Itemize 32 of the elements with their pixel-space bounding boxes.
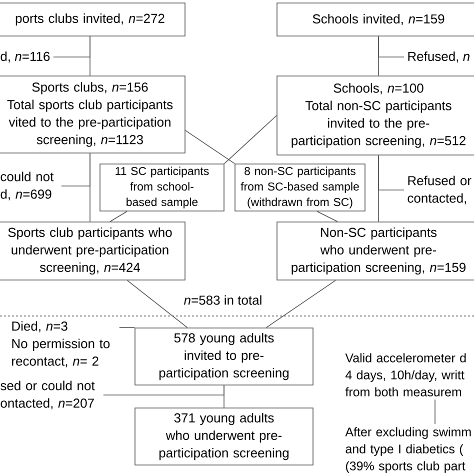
criteria-note: Valid accelerometer d 4 days, 10h/day, writt from both measurem xyxy=(345,353,466,396)
exclusion-note: could not d, n=699 xyxy=(0,172,54,200)
connector-line xyxy=(126,280,188,328)
connector-line xyxy=(53,36,90,58)
connector-line xyxy=(224,115,277,164)
connector-line xyxy=(316,211,338,222)
connector-line xyxy=(103,385,224,396)
connector-line xyxy=(61,153,90,186)
flowchart-box: Sports clubs, n=156 Total sports club participants vited to the pre-participation screening, n=1123 xyxy=(0,76,186,154)
connector-line xyxy=(119,327,135,328)
connector-line xyxy=(434,399,436,424)
exclusion-note: Refused, n xyxy=(408,51,470,63)
connector-line xyxy=(110,211,128,222)
count-label: n=583 in total xyxy=(184,295,262,305)
flowchart-box: ports clubs invited, n=272 xyxy=(0,2,186,36)
flowchart-box: Non-SC participants who underwent pre-participation screening, n=159 xyxy=(276,222,474,280)
connector-line xyxy=(185,130,235,164)
exclusion-note: sed or could not ontacted, n=207 xyxy=(0,380,95,410)
flowchart-box: Sports club participants who underwent pre-participation screening, n=424 xyxy=(0,222,186,280)
connector-line xyxy=(378,155,404,190)
criteria-note: After excluding swimm and type I diabetics ( (39% sports club part xyxy=(345,427,471,473)
connector-line xyxy=(266,280,336,328)
exclusion-note: d, n=116 xyxy=(0,51,50,63)
flowchart-box: 371 young adults who underwent pre-participation screening xyxy=(134,408,314,466)
connector-line xyxy=(378,36,404,58)
exclusion-note: Refused or contacted, xyxy=(408,176,472,204)
exclusion-note: Died, n=3 No permission to recontact, n= 2 xyxy=(12,321,110,368)
flowchart-box: Schools, n=100 Total non-SC participants invited to the pre-participation screening, n=512 xyxy=(276,76,474,156)
flowchart-box: 578 young adults invited to pre-participation screening xyxy=(134,328,314,386)
flowchart-box: 11 SC participants from school-based sample xyxy=(100,164,224,212)
flowchart-box: Schools invited, n=159 xyxy=(276,2,474,36)
flowchart-box: 8 non-SC participants from SC-based sample (withdrawn from SC) xyxy=(234,164,366,212)
